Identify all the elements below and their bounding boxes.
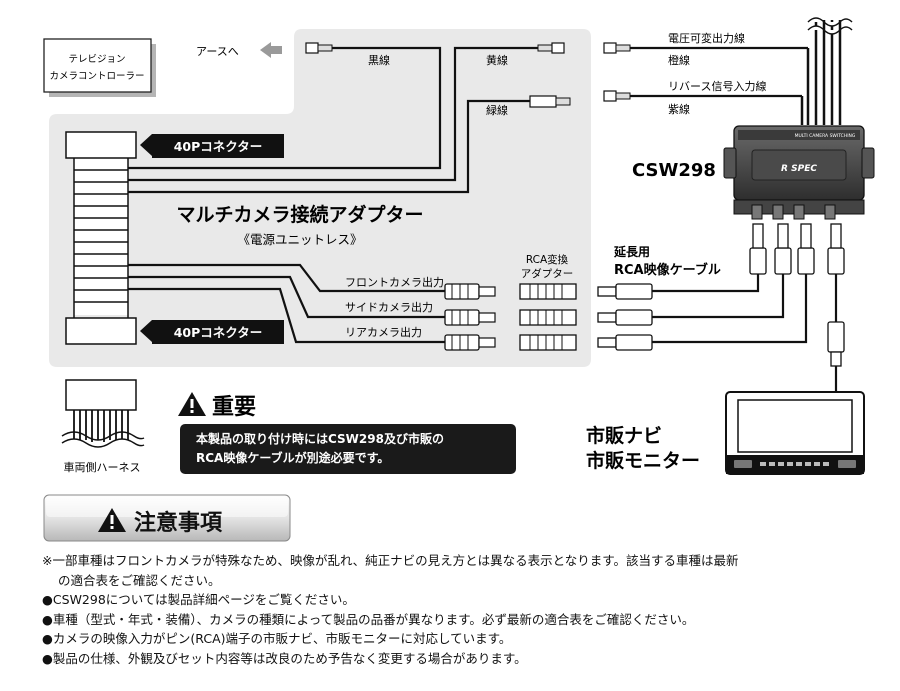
tv-camera-controller: テレビジョン カメラコントローラー	[43, 38, 156, 97]
monitor-label-2: 市販モニター	[586, 449, 700, 472]
note-line: ●車種（型式・年式・装備）、カメラの種類によって製品の品番が異なります。必ず最新…	[42, 611, 695, 627]
svg-text:テレビジョン: テレビジョン	[68, 54, 125, 65]
wire-label-yellow: 黄線	[486, 53, 508, 67]
wire-label-purple: 紫線	[668, 102, 690, 116]
wire-plug-black	[305, 42, 333, 54]
wire-plug-purple	[603, 90, 631, 102]
output-label-rear: リアカメラ出力	[345, 325, 422, 339]
rca-jack-side	[444, 309, 496, 326]
rca-adapter-label-2: アダプター	[521, 267, 574, 280]
note-line: ●製品の仕様、外観及びセット内容等は改良のため予告なく変更する場合があります。	[42, 650, 527, 666]
rca-jack-rear	[444, 334, 496, 351]
svg-text:40Pコネクター: 40Pコネクター	[174, 139, 263, 154]
important-box	[180, 424, 516, 474]
wire-plug-orange	[603, 42, 631, 54]
bundle-cut-mark	[807, 17, 853, 35]
note-line: ●CSW298については製品詳細ページをご覧ください。	[42, 592, 355, 607]
svg-text:40Pコネクター: 40Pコネクター	[174, 325, 263, 340]
earth-label: アースへ	[196, 45, 239, 58]
wire-plug-green	[529, 95, 571, 108]
csw298-device: MULTI CAMERA SWITCHING R SPEC	[723, 125, 875, 220]
wire-label-black: 黒線	[368, 53, 390, 67]
vehicle-harness	[61, 379, 145, 448]
ext-cable-label-2: RCA映像ケーブル	[614, 262, 721, 278]
wire-label-voltage: 電圧可変出力線	[668, 31, 745, 45]
adapter-harness	[65, 131, 137, 345]
wire-label-green: 緑線	[486, 103, 508, 117]
svg-text:カメラコントローラー: カメラコントローラー	[49, 71, 144, 82]
note-line: ※一部車種はフロントカメラが特殊なため、映像が乱れ、純正ナビの見え方とは異なる表…	[42, 553, 739, 568]
navi-monitor	[725, 391, 865, 475]
wire-plug-yellow	[537, 42, 565, 54]
svg-text:R SPEC: R SPEC	[781, 164, 817, 174]
wire-label-orange: 橙線	[668, 53, 690, 67]
ext-cable-label-1: 延長用	[613, 244, 650, 259]
adapter-subtitle: 《電源ユニットレス》	[237, 232, 362, 247]
rca-adapter-blocks	[519, 283, 577, 351]
important-title: 重要	[212, 395, 256, 420]
caution-header: 注意事項	[43, 494, 291, 542]
wires	[128, 46, 808, 344]
extension-rca-cables	[597, 223, 845, 392]
important-text-1: 本製品の取り付け時にはCSW298及び市販の	[196, 431, 444, 446]
device-model-label: CSW298	[632, 160, 716, 181]
power-bundle	[800, 20, 842, 125]
caution-notes: ※一部車種はフロントカメラが特殊なため、映像が乱れ、純正ナビの見え方とは異なる表…	[42, 551, 892, 668]
important-text-2: RCA映像ケーブルが別途必要です。	[196, 450, 389, 465]
adapter-title: マルチカメラ接続アダプター	[176, 203, 423, 226]
wire-label-reverse: リバース信号入力線	[668, 79, 766, 93]
connector-label-bottom: 40Pコネクター	[140, 320, 284, 344]
rca-adapter-label-1: RCA変換	[526, 253, 569, 266]
earth-arrow-icon	[260, 42, 282, 58]
rca-jack-front	[444, 283, 496, 300]
note-line: ●カメラの映像入力がピン(RCA)端子の市販ナビ、市販モニターに対応しています。	[42, 631, 512, 646]
connector-label-top: 40Pコネクター	[140, 134, 284, 158]
note-line: の適合表をご確認ください。	[58, 572, 221, 588]
harness-label: 車両側ハーネス	[64, 460, 141, 474]
output-label-side: サイドカメラ出力	[345, 300, 433, 314]
output-label-front: フロントカメラ出力	[345, 275, 444, 289]
svg-text:注意事項: 注意事項	[134, 510, 223, 536]
svg-text:MULTI CAMERA SWITCHING: MULTI CAMERA SWITCHING	[795, 133, 856, 139]
monitor-label-1: 市販ナビ	[586, 424, 662, 447]
